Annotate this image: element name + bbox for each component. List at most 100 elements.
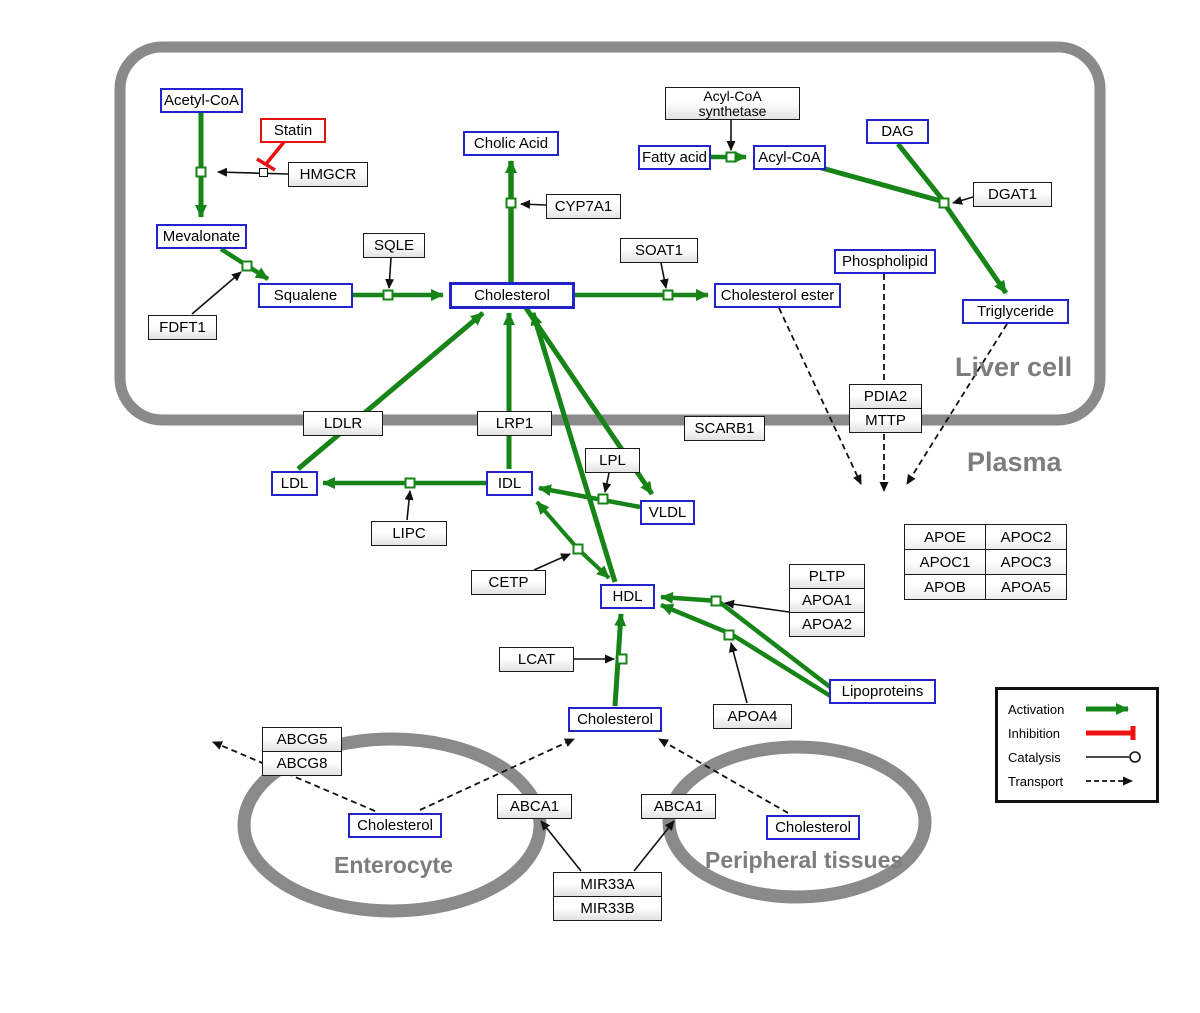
edge-acylcoa-dgatnode <box>817 164 942 204</box>
liver-cell-membrane <box>114 41 1106 426</box>
node-acetyl-coa[interactable]: Acetyl-CoA <box>160 88 243 113</box>
node-soat1[interactable]: SOAT1 <box>620 238 698 263</box>
node-mir33a[interactable]: MIR33A <box>553 872 662 897</box>
node-apoa4[interactable]: APOA4 <box>713 704 792 729</box>
node-abca1-right[interactable]: ABCA1 <box>641 794 716 819</box>
node-lipoproteins[interactable]: Lipoproteins <box>829 679 936 704</box>
catalysis-fdft1 <box>191 271 242 315</box>
node-ldl[interactable]: LDL <box>271 471 318 496</box>
node-dgat1[interactable]: DGAT1 <box>973 182 1052 207</box>
catalysis-apoa-stack <box>724 599 790 613</box>
apo-cell[interactable]: APOB <box>905 575 986 600</box>
apo-cell[interactable]: APOC2 <box>986 525 1067 550</box>
node-mttp[interactable]: MTTP <box>849 408 922 433</box>
node-vldl[interactable]: VLDL <box>640 500 695 525</box>
edge-mir33-abca1-left <box>540 820 582 872</box>
node-sqle[interactable]: SQLE <box>363 233 425 258</box>
peripheral-tissues-label: Peripheral tissues <box>705 847 904 873</box>
node-phospholipid[interactable]: Phospholipid <box>834 249 936 274</box>
node-idl[interactable]: IDL <box>486 471 533 496</box>
node-lpl[interactable]: LPL <box>585 448 640 473</box>
legend-row-inhibition: Inhibition <box>1008 721 1146 745</box>
node-abcg5[interactable]: ABCG5 <box>262 727 342 752</box>
node-triglyceride[interactable]: Triglyceride <box>962 299 1069 324</box>
catalysis-cetp <box>533 553 571 571</box>
node-lipc[interactable]: LIPC <box>371 521 447 546</box>
edge-ldl-cholesterol-via-ldlr <box>296 311 485 471</box>
node-scarb1[interactable]: SCARB1 <box>684 416 765 441</box>
node-cholesterol-enterocyte[interactable]: Cholesterol <box>348 813 442 838</box>
edge-vldl-idl <box>538 484 641 510</box>
node-lrp1[interactable]: LRP1 <box>477 411 552 436</box>
node-mevalonate[interactable]: Mevalonate <box>156 224 247 249</box>
node-abca1-left[interactable]: ABCA1 <box>497 794 572 819</box>
node-cholesterol-ester[interactable]: Cholesterol ester <box>714 283 841 308</box>
node-cholesterol-liver[interactable]: Cholesterol <box>449 282 575 309</box>
catalysis-hmgcr <box>217 167 289 177</box>
catalysis-lpl <box>602 472 612 493</box>
node-cholic-acid[interactable]: Cholic Acid <box>463 131 559 156</box>
node-apoa2[interactable]: APOA2 <box>789 612 865 637</box>
apolipoprotein-table: APOE APOC2 APOC1 APOC3 APOB APOA5 <box>904 524 1067 600</box>
plasma-label: Plasma <box>967 447 1062 477</box>
legend-inhibition-label: Inhibition <box>1008 725 1061 741</box>
catalysis-circle-icon <box>1086 751 1141 763</box>
legend-catalysis-label: Catalysis <box>1008 749 1061 765</box>
legend-row-catalysis: Catalysis <box>1008 745 1146 769</box>
node-hdl[interactable]: HDL <box>600 584 655 609</box>
node-hmgcr[interactable]: HMGCR <box>288 162 368 187</box>
legend-transport-label: Transport <box>1008 773 1064 789</box>
transport-peripheral-cholesterol <box>658 738 789 814</box>
node-cholesterol-plasma[interactable]: Cholesterol <box>568 707 662 732</box>
node-pdia2[interactable]: PDIA2 <box>849 384 922 409</box>
inhibition-line <box>264 140 286 166</box>
catalysis-edges <box>191 119 974 872</box>
node-lcat[interactable]: LCAT <box>499 647 574 672</box>
node-fdft1[interactable]: FDFT1 <box>148 315 217 340</box>
edge-hdl-cholesterol <box>530 312 618 583</box>
node-cholesterol-peripheral[interactable]: Cholesterol <box>766 815 860 840</box>
catalysis-apoa4 <box>728 642 748 704</box>
node-dag[interactable]: DAG <box>866 119 929 144</box>
apo-cell[interactable]: APOA5 <box>986 575 1067 600</box>
apo-cell[interactable]: APOC3 <box>986 550 1067 575</box>
transport-enterocyte-cholesterol <box>419 738 575 811</box>
catalysis-lipc <box>404 490 414 521</box>
liver-cell-label: Liver cell <box>955 352 1073 382</box>
legend-row-transport: Transport <box>1008 769 1146 793</box>
legend-activation-label: Activation <box>1008 701 1065 717</box>
apo-cell[interactable]: APOE <box>905 525 986 550</box>
legend: Activation Inhibition Catalysis Transpor… <box>995 687 1159 803</box>
statin-target-anchor <box>259 168 268 177</box>
acyl-coa-synthetase-line2: synthetase <box>698 102 767 119</box>
transport-edges <box>212 274 1008 814</box>
legend-row-activation: Activation <box>1008 697 1146 721</box>
inhibition-tbar <box>256 157 276 172</box>
node-acyl-coa-synthetase[interactable]: Acyl-CoA synthetase <box>665 87 800 120</box>
enterocyte-label: Enterocyte <box>334 852 453 878</box>
node-acyl-coa[interactable]: Acyl-CoA <box>753 145 826 170</box>
edge-cetpnode-idl <box>535 500 580 551</box>
catalysis-dgat1 <box>952 196 974 205</box>
apo-cell[interactable]: APOC1 <box>905 550 986 575</box>
transport-dashed-arrow-icon <box>1086 776 1133 786</box>
node-fatty-acid[interactable]: Fatty acid <box>638 145 711 170</box>
node-squalene[interactable]: Squalene <box>258 283 353 308</box>
node-ldlr[interactable]: LDLR <box>303 411 383 436</box>
catalysis-cyp7a1 <box>520 199 547 209</box>
node-mir33b[interactable]: MIR33B <box>553 896 662 921</box>
transport-triglyceride-plasma <box>906 323 1008 485</box>
acyl-coa-synthetase-line1: Acyl-CoA <box>703 87 762 104</box>
node-apoa1[interactable]: APOA1 <box>789 588 865 613</box>
reaction-nodes <box>195 151 950 665</box>
inhibition-edge-statin <box>256 140 286 172</box>
node-pltp[interactable]: PLTP <box>789 564 865 589</box>
edge-mir33-abca1-right <box>633 820 675 872</box>
node-cetp[interactable]: CETP <box>471 570 546 595</box>
node-abcg8[interactable]: ABCG8 <box>262 751 342 776</box>
node-cyp7a1[interactable]: CYP7A1 <box>546 194 621 219</box>
node-statin[interactable]: Statin <box>260 118 326 143</box>
enterocyte-membrane <box>237 732 547 918</box>
